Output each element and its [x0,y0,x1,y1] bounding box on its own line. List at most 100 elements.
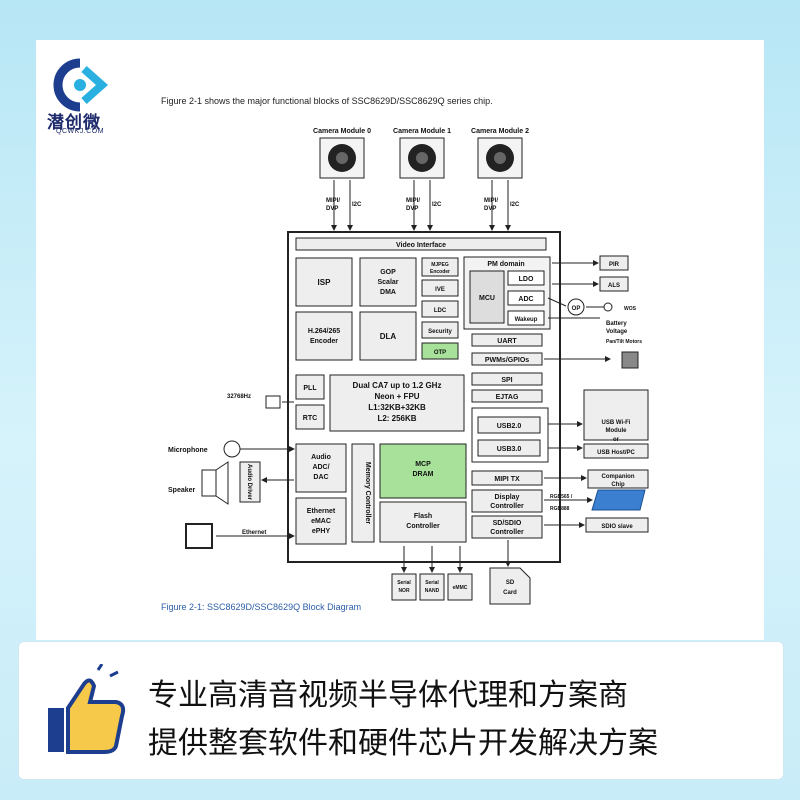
video-interface-label: Video Interface [396,242,446,249]
gop-label-2: Scalar [377,279,398,286]
wos-label: WOS [624,306,637,312]
h264-label-2: Encoder [310,338,338,345]
promo-banner [18,641,784,780]
pir-label: PIR [609,262,620,268]
cpu-label-3: L1:32KB+32KB [368,403,426,412]
flash-label-1: Flash [414,513,432,520]
ldc-label: LDC [434,308,447,314]
i2c-2: I2C [510,202,520,208]
cpu-label-2: Neon + FPU [374,392,419,401]
clock-32k-label: 32768Hz [227,394,251,400]
ive-label: IVE [435,287,445,293]
display-label-2: Controller [490,503,524,510]
op-label: OP [572,306,581,312]
mipi-0b: DVP [326,206,338,212]
usb-wifi-label-1: USB Wi-Fi [602,420,631,426]
h264-label-1: H.264/265 [308,328,340,335]
wakeup-label: Wakeup [515,317,538,323]
i2c-1: I2C [432,202,442,208]
memory-controller-label: Memory Controller [364,462,371,525]
mipi-1b: DVP [406,206,418,212]
cpu-label-1: Dual CA7 up to 1.2 GHz [353,381,442,390]
audio-label-2: ADC/ [312,464,329,471]
spi-label: SPI [501,377,512,384]
companion-label-1: Companion [602,474,635,480]
camera-0-label: Camera Module 0 [313,128,371,135]
gop-label-3: DMA [380,289,396,296]
audio-label-3: DAC [313,474,328,481]
rgb-label-2: RGB888 [550,506,570,512]
display-label-1: Display [495,494,520,501]
usb-host-label: USB Host/PC [597,450,635,456]
intro-text: Figure 2-1 shows the major functional bl… [161,96,493,106]
mipi-2a: MIPI/ [484,198,498,204]
emmc-label: eMMC [453,585,468,591]
rgb-label-1: RGB565 / [550,494,573,500]
banner-line-2: 提供整套软件和硬件芯片开发解决方案 [148,726,658,761]
pm-domain-label: PM domain [487,261,524,268]
companion-label-2: Chip [611,482,625,488]
otp-fill [421,342,459,360]
mipi-1a: MIPI/ [406,198,420,204]
battery-label-2: Voltage [606,329,628,335]
security-label: Security [428,329,452,335]
mipi-2b: DVP [484,206,496,212]
serial-nand-label-2: NAND [425,588,440,594]
pan-tilt-label: Pan/Tilt Motors [606,339,642,345]
mjpeg-label-2: Encoder [430,269,450,275]
camera-lens-icons [328,144,514,172]
mipi-0a: MIPI/ [326,198,340,204]
usb3-label: USB3.0 [497,446,522,453]
brand-domain: QCWKJ.COM [56,128,105,135]
ethernet-label-3: ePHY [312,528,331,535]
flash-label-2: Controller [406,523,440,530]
thumbs-up-icon [48,664,126,754]
camera-2-label: Camera Module 2 [471,128,529,135]
mjpeg-label-1: MJPEG [431,262,449,268]
ejtag-label: EJTAG [496,394,519,401]
audio-label-1: Audio [311,454,331,461]
isp-label: ISP [318,278,332,287]
adc-label: ADC [518,296,533,303]
pwms-label: PWMs/GPIOs [485,357,529,364]
mipi-tx-label: MIPI TX [494,476,520,483]
sd-card-label-2: Card [503,590,517,596]
als-label: ALS [608,283,620,289]
brand-name: 潜创微 [47,113,101,133]
serial-nor-label-1: Serial [397,580,411,586]
gop-label-1: GOP [380,269,396,276]
mcp-label-2: DRAM [413,471,434,478]
cpu-label-4: L2: 256KB [377,414,416,423]
ethernet-port-label: Ethernet [242,530,266,536]
mcp-fill [379,443,467,499]
speaker-label: Speaker [168,487,196,494]
camera-1-label: Camera Module 1 [393,128,451,135]
ethernet-label-2: eMAC [311,518,331,525]
mcp-label-1: MCP [415,461,431,468]
ldo-label: LDO [519,276,534,283]
dla-label: DLA [380,332,397,341]
i2c-0: I2C [352,202,362,208]
or-label: or [613,437,620,443]
serial-nand-label-1: Serial [425,580,439,586]
sdsdio-label-1: SD/SDIO [493,520,522,527]
brand-logo [53,58,109,112]
figure-caption: Figure 2-1: SSC8629D/SSC8629Q Block Diag… [161,602,362,612]
banner-line-1: 专业高清音视频半导体代理和方案商 [148,678,628,713]
serial-nor-label-2: NOR [398,588,410,594]
sdsdio-label-2: Controller [490,529,524,536]
ethernet-label-1: Ethernet [307,508,336,515]
otp-label: OTP [434,350,446,356]
uart-label: UART [497,338,517,345]
audio-driver-label: Audio Driver [246,464,252,501]
usb-wifi-label-2: Module [606,428,628,434]
sd-card-label-1: SD [506,580,515,586]
sdio-slave-label: SDIO slave [601,524,633,530]
pll-label: PLL [303,385,317,392]
mcu-label: MCU [479,295,495,302]
microphone-label: Microphone [168,447,208,454]
rtc-label: RTC [303,415,317,422]
battery-label-1: Battery [606,321,627,327]
usb2-label: USB2.0 [497,423,522,430]
